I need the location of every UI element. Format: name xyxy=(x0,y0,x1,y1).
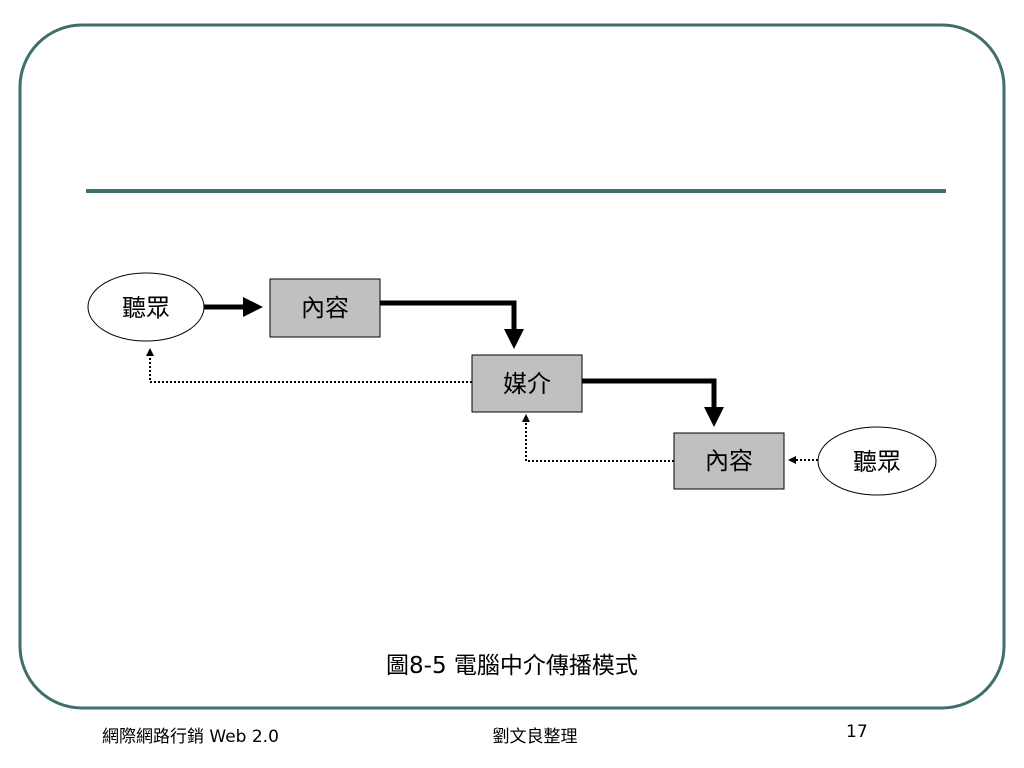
node-audience-2: 聽眾 xyxy=(817,426,937,496)
node-content-1: 內容 xyxy=(269,278,381,338)
figure-caption: 圖8-5 電腦中介傳播模式 xyxy=(386,653,638,679)
arrow-content-to-media xyxy=(380,300,524,349)
node-media-label: 媒介 xyxy=(503,370,551,398)
arrow-media-to-content xyxy=(582,378,724,427)
node-content-1-label: 內容 xyxy=(301,294,349,322)
node-audience-1-label: 聽眾 xyxy=(122,294,170,322)
node-media: 媒介 xyxy=(471,354,583,413)
node-audience-1: 聽眾 xyxy=(87,272,205,342)
node-content-2: 內容 xyxy=(673,432,785,490)
slide-frame xyxy=(18,23,1006,710)
node-audience-2-label: 聽眾 xyxy=(853,448,901,476)
footer-page-number: 17 xyxy=(846,722,868,742)
feedback-media-to-audience xyxy=(146,348,472,383)
footer-course-title: 網際網路行銷 Web 2.0 xyxy=(102,727,279,747)
node-content-2-label: 內容 xyxy=(705,447,753,475)
feedback-content-to-media xyxy=(522,414,674,462)
footer-author: 劉文良整理 xyxy=(492,727,578,747)
